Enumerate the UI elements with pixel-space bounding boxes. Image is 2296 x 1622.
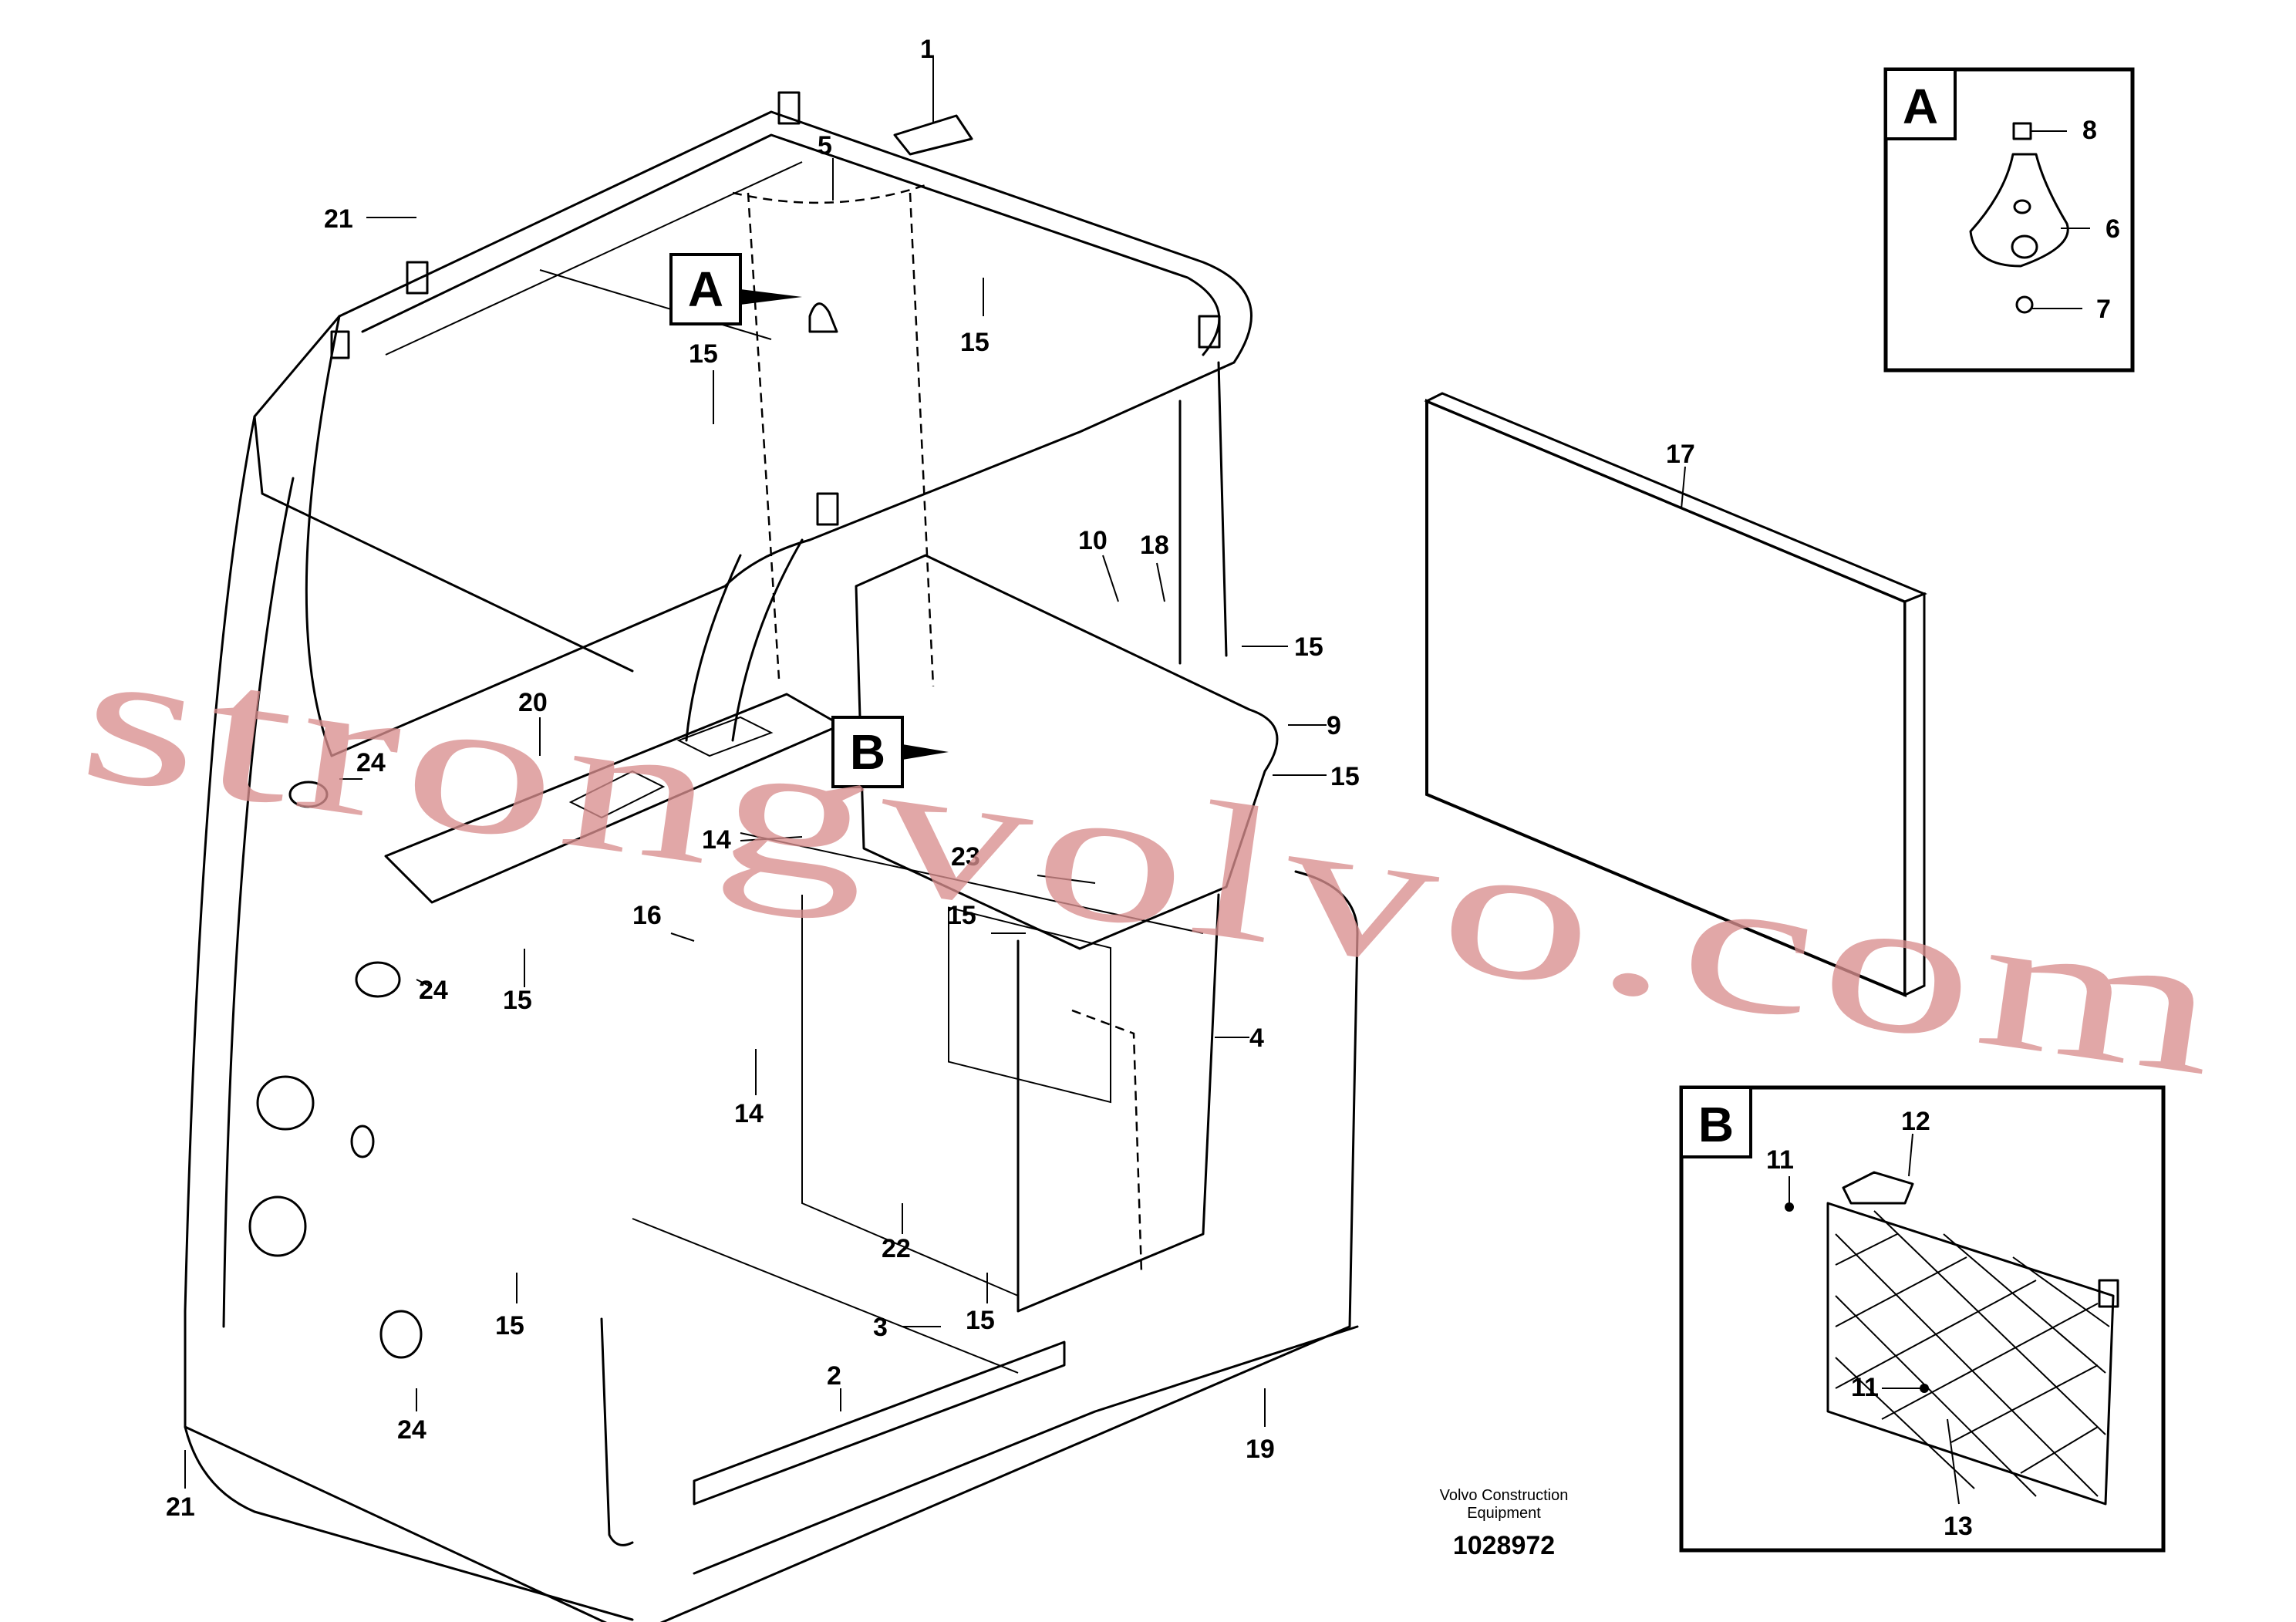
view-a-marker-label: A <box>688 261 723 317</box>
callout-16: 16 <box>632 901 662 930</box>
callout-15-roof-right: 15 <box>960 328 990 357</box>
callout-5: 5 <box>818 131 832 160</box>
callout-23: 23 <box>951 842 980 872</box>
callout-15-right-b: 15 <box>1330 762 1360 791</box>
callout-11-bottom: 11 <box>1851 1373 1879 1402</box>
inset-a-letter: A <box>1903 79 1938 134</box>
callout-17: 17 <box>1666 440 1695 469</box>
callout-15-lower-left: 15 <box>495 1311 524 1340</box>
callout-21-top: 21 <box>324 204 353 234</box>
callout-21-bottom: 21 <box>166 1492 195 1522</box>
callout-6: 6 <box>2106 214 2120 244</box>
callout-20: 20 <box>518 688 548 717</box>
callout-19: 19 <box>1246 1435 1275 1464</box>
panel-part-17 <box>1424 392 1927 998</box>
callout-11-top: 11 <box>1766 1145 1794 1175</box>
callout-15-center: 15 <box>947 901 976 930</box>
view-b-marker-icon: B <box>831 716 949 788</box>
callout-1: 1 <box>920 35 935 64</box>
callout-15-right-a: 15 <box>1294 632 1323 662</box>
callout-8: 8 <box>2082 116 2097 145</box>
view-a-marker-icon: A <box>669 253 838 333</box>
company-line-2: Equipment <box>1467 1505 1541 1522</box>
callout-24-bottom: 24 <box>397 1415 426 1445</box>
company-line-1: Volvo Construction <box>1440 1487 1569 1504</box>
callout-14-upper: 14 <box>702 825 731 855</box>
callout-18: 18 <box>1140 531 1169 560</box>
document-number: 1028972 <box>1453 1531 1555 1560</box>
storage-net-large <box>1826 1171 2119 1506</box>
callout-24-top: 24 <box>356 748 386 777</box>
callout-9: 9 <box>1327 711 1341 740</box>
callout-10: 10 <box>1078 526 1108 555</box>
inset-b-letter: B <box>1698 1097 1734 1152</box>
inset-a-detail: A 8 6 7 <box>1883 67 2135 373</box>
storage-net-small <box>948 906 1111 1104</box>
callout-24-mid: 24 <box>419 976 448 1005</box>
callout-2: 2 <box>827 1361 841 1391</box>
callout-15-roof-left: 15 <box>689 339 718 369</box>
cab-frame-drawing <box>184 91 1359 1622</box>
callout-15-lower-center: 15 <box>966 1306 995 1335</box>
callout-14-lower: 14 <box>734 1099 764 1128</box>
footer-credit: Volvo Construction Equipment 1028972 <box>1440 1487 1569 1560</box>
view-b-marker-label: B <box>850 724 885 780</box>
callout-4: 4 <box>1249 1023 1264 1053</box>
callout-12: 12 <box>1901 1107 1930 1136</box>
callout-7: 7 <box>2096 295 2111 324</box>
callout-numbers: 1 5 21 15 15 10 18 15 9 15 20 24 14 23 1… <box>166 35 1695 1522</box>
callout-22: 22 <box>882 1234 911 1263</box>
inset-b-detail: B 11 12 11 13 <box>1679 1085 2166 1553</box>
callout-13: 13 <box>1944 1512 1973 1541</box>
callout-3: 3 <box>873 1313 888 1342</box>
callout-15-left: 15 <box>503 986 532 1015</box>
callout-leaders <box>184 58 1686 1489</box>
